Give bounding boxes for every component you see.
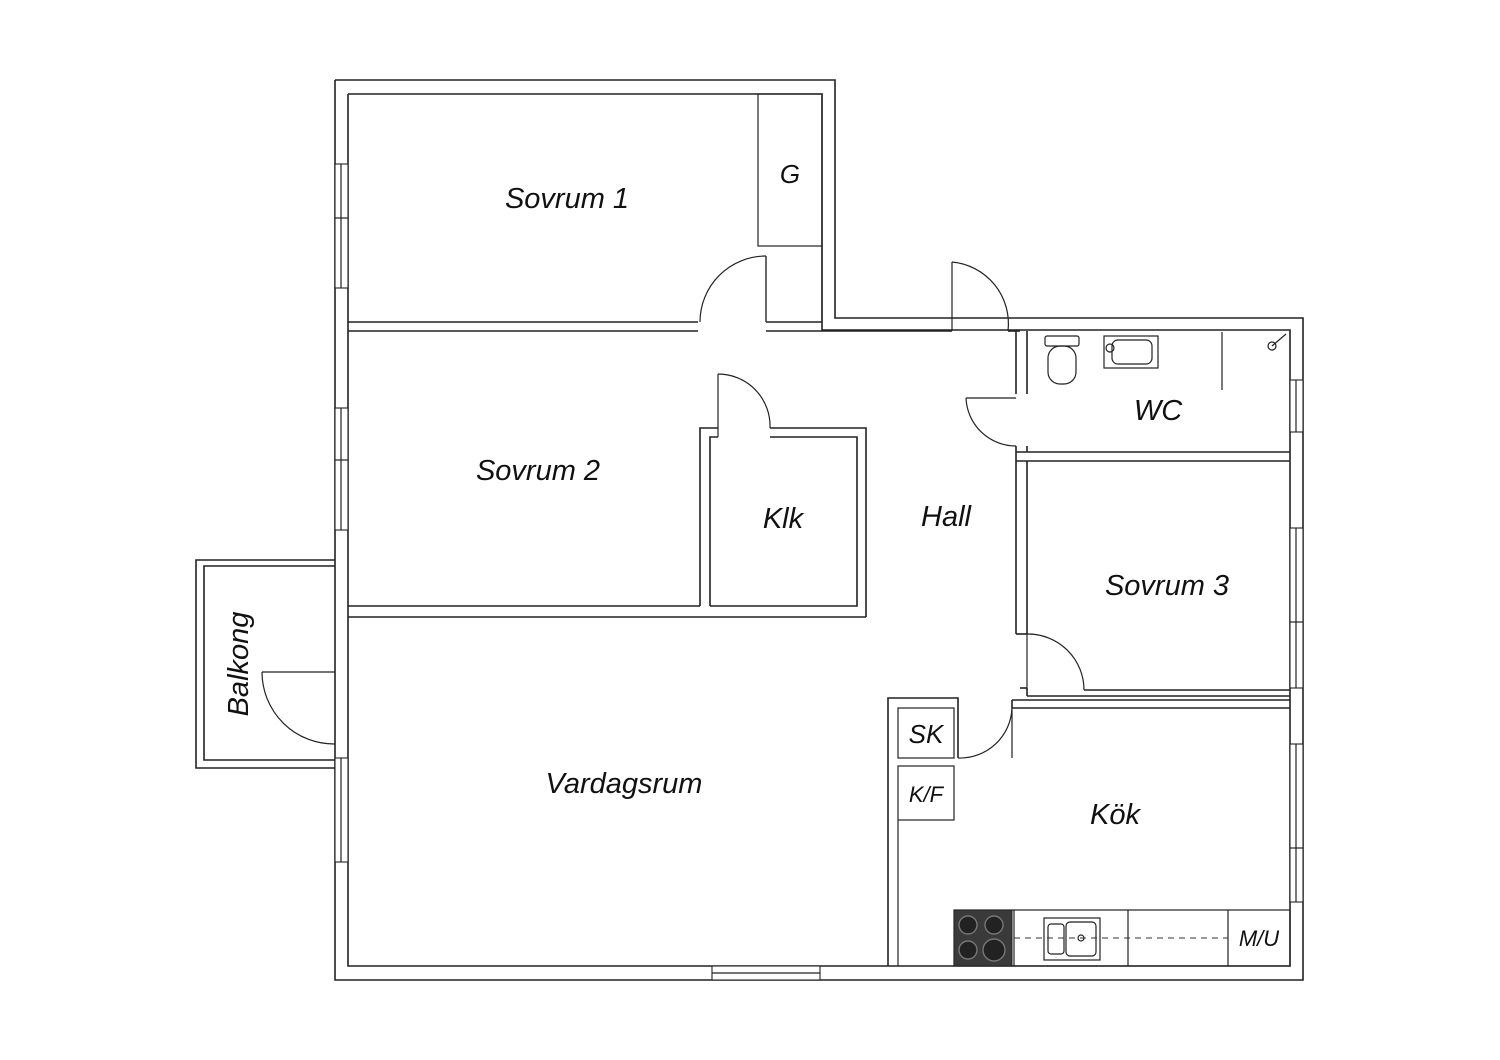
room-label-sovrum-2: Sovrum 2 xyxy=(476,455,600,487)
outer-walls xyxy=(334,79,1304,981)
doors xyxy=(261,255,1085,759)
room-label-vardagsrum: Vardagsrum xyxy=(546,768,703,800)
room-label-mu: M/U xyxy=(1239,926,1279,951)
room-label-hall: Hall xyxy=(921,501,973,533)
room-label-sovrum-1: Sovrum 1 xyxy=(505,183,629,215)
kitchen-fixtures xyxy=(953,909,1291,967)
room-label-g: G xyxy=(780,159,800,189)
room-label-sk: SK xyxy=(909,719,945,749)
room-label-kf: K/F xyxy=(909,782,945,807)
room-label-klk: Klk xyxy=(763,503,805,535)
room-label-balkong: Balkong xyxy=(223,612,255,717)
windows xyxy=(334,163,1304,981)
room-label-wc: WC xyxy=(1134,395,1183,427)
room-label-sovrum-3: Sovrum 3 xyxy=(1105,570,1229,602)
room-label-kok: Kök xyxy=(1090,799,1141,831)
room-labels: Sovrum 1 G Sovrum 2 Klk Hall WC Sovrum 3… xyxy=(223,159,1279,951)
interior-walls xyxy=(195,93,1290,966)
wc-fixtures xyxy=(1044,332,1287,390)
